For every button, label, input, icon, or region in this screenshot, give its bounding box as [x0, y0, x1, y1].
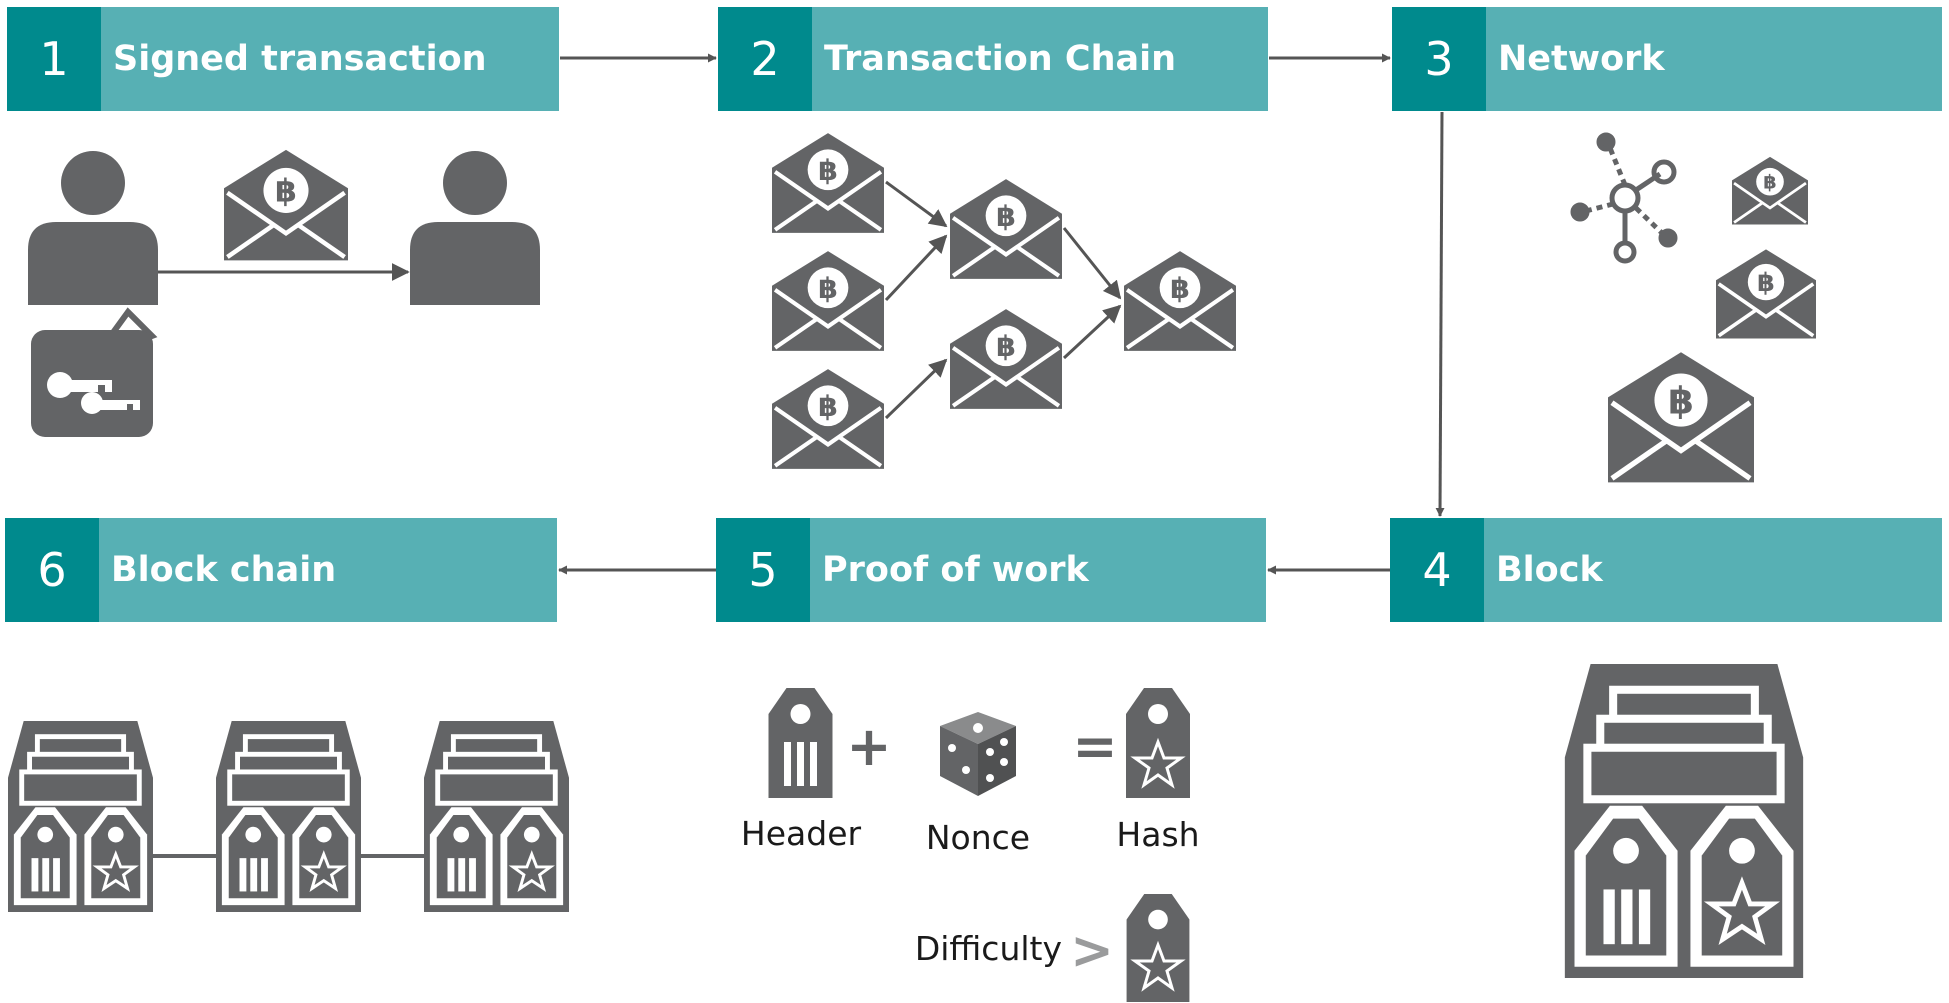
chain-block-icon — [424, 721, 569, 912]
step-3-header: 3 Network — [1392, 7, 1942, 111]
tx-envelope-icon — [772, 369, 884, 469]
step-title: Proof of work — [822, 550, 1089, 590]
step-number: 5 — [716, 518, 810, 622]
step-title: Network — [1498, 39, 1665, 79]
step-1-header: 1 Signed transaction — [7, 7, 559, 111]
receiver-person-icon — [410, 151, 540, 305]
plus-sign: + — [846, 715, 891, 778]
header-label: Header — [741, 814, 862, 853]
step-title: Transaction Chain — [824, 39, 1177, 79]
dice-icon — [940, 712, 1016, 796]
header-tag-icon — [768, 688, 833, 798]
step-number: 6 — [5, 518, 99, 622]
step-5-header: 5 Proof of work — [716, 518, 1266, 622]
step-title: Block chain — [111, 550, 337, 590]
tx-envelope-icon — [1124, 251, 1236, 351]
difficulty-tag-icon — [1126, 894, 1190, 1002]
key-wallet-icon — [31, 307, 158, 437]
greater-than-sign: > — [1070, 921, 1114, 981]
network-envelope-icon — [1732, 155, 1808, 225]
step-title: Signed transaction — [113, 39, 487, 79]
step-6-header: 6 Block chain — [5, 518, 557, 622]
step-4-header: 4 Block — [1390, 518, 1942, 622]
tx-envelope-icon — [772, 251, 884, 351]
sender-person-icon — [28, 151, 158, 305]
step-2-header: 2 Transaction Chain — [718, 7, 1268, 111]
network-icon — [1570, 132, 1678, 264]
equals-sign: = — [1072, 715, 1117, 778]
step-number: 2 — [718, 7, 812, 111]
arrow-3-to-4 — [1435, 111, 1445, 517]
transaction-chain — [772, 133, 1236, 469]
step-title: Block — [1496, 550, 1603, 590]
nonce-label: Nonce — [926, 818, 1030, 857]
tx-envelope-icon — [950, 309, 1062, 409]
step-number: 1 — [7, 7, 101, 111]
tx-envelope-icon — [950, 179, 1062, 279]
bitcoin-envelope-icon — [224, 150, 348, 260]
tx-envelope-icon — [772, 133, 884, 233]
network-envelope-icon — [1608, 352, 1754, 482]
chain-block-icon — [8, 721, 153, 912]
hash-tag-icon — [1126, 688, 1190, 798]
step-number: 4 — [1390, 518, 1484, 622]
chain-block-icon — [216, 721, 361, 912]
block-archive-icon — [1565, 664, 1803, 978]
hash-label: Hash — [1116, 815, 1199, 854]
network-envelope-icon — [1716, 247, 1816, 340]
step-number: 3 — [1392, 7, 1486, 111]
block-chain — [8, 721, 569, 912]
difficulty-label: Difficulty — [915, 929, 1062, 968]
